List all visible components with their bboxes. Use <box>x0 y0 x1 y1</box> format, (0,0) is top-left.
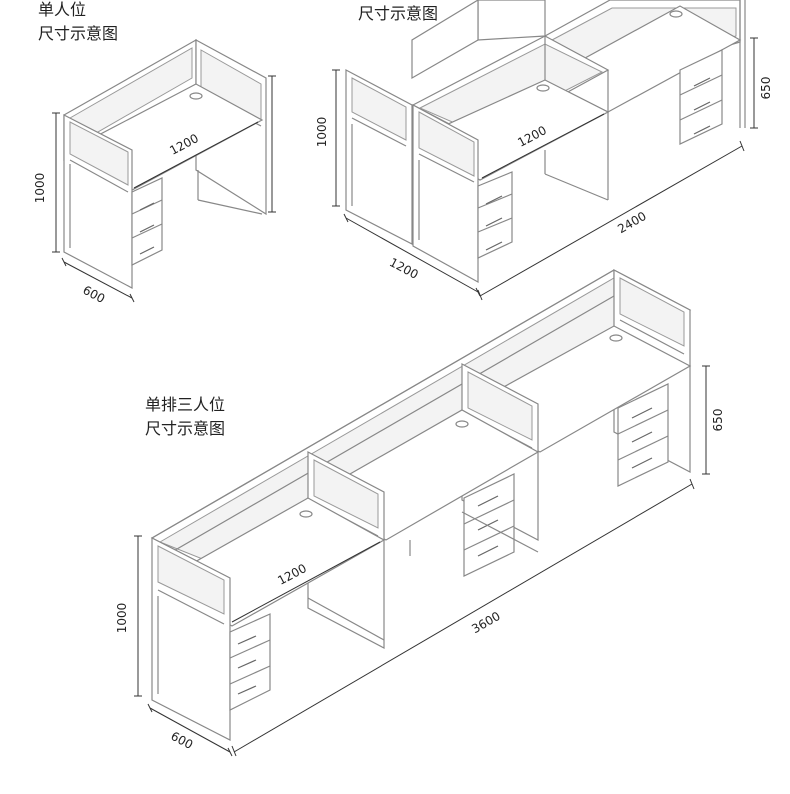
single-height-label: 1000 <box>33 173 47 204</box>
double-total-width-label: 2400 <box>615 209 648 236</box>
double-left-back-panel <box>411 0 479 80</box>
single-desk-drawing: 1000 1200 600 <box>33 38 276 306</box>
double-back-panel-left <box>477 0 546 41</box>
double-rear-drawer-unit <box>679 49 723 145</box>
triple-total-width-label: 3600 <box>469 609 502 636</box>
single-left-glass <box>69 121 129 186</box>
double-desk-caption: 尺寸示意图 <box>358 2 438 26</box>
single-depth-label: 600 <box>80 283 107 306</box>
double-desk-drawing: 1000 650 1200 2400 1200 <box>315 0 773 301</box>
double-inner-glass <box>418 111 475 177</box>
triple-height-label: 1000 <box>115 603 129 634</box>
triple-desk-subtitle: 尺寸示意图 <box>145 419 226 438</box>
triple-right-glass <box>619 277 685 347</box>
double-desk-subtitle: 尺寸示意图 <box>358 4 439 23</box>
triple-left-glass <box>157 545 225 615</box>
triple-divider-1-glass <box>313 459 379 529</box>
single-desk-subtitle: 尺寸示意图 <box>38 24 119 43</box>
double-outer-glass <box>351 77 407 141</box>
triple-divider-2-glass <box>467 371 533 441</box>
single-drawer-unit <box>131 177 163 266</box>
triple-drawer-unit-1 <box>229 613 271 711</box>
double-drawer-height-label: 650 <box>759 77 773 100</box>
single-desk-caption: 单人位 尺寸示意图 <box>38 0 118 46</box>
double-height-label: 1000 <box>315 117 329 148</box>
triple-drawer-height-label: 650 <box>711 409 725 432</box>
triple-depth-label: 600 <box>168 729 195 752</box>
single-desk-title: 单人位 <box>38 0 87 19</box>
triple-desk-caption: 单排三人位 尺寸示意图 <box>145 393 225 441</box>
double-front-drawer-unit <box>477 171 513 259</box>
triple-desk-drawing: 1000 650 1200 3600 600 <box>115 269 725 757</box>
double-depth-label: 1200 <box>387 255 421 282</box>
triple-desk-title: 单排三人位 <box>145 395 226 414</box>
triple-back-glass <box>158 277 686 571</box>
